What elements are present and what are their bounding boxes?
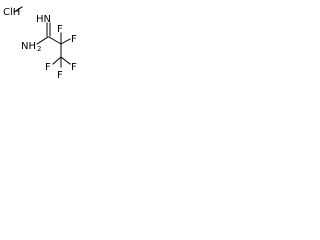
pentafluoropropionamidine-hydrochloride-structure: ClH HN NH 2 F F F F F xyxy=(3,6,77,81)
bond-cf2-f-right xyxy=(60,38,71,45)
fluorine-label-1: F xyxy=(57,24,63,35)
fluorine-label-2: F xyxy=(71,34,77,45)
fluorine-label-4: F xyxy=(71,62,77,73)
amine-n-label: NH xyxy=(21,41,36,52)
fluorine-label-5: F xyxy=(57,70,63,81)
salt-label: ClH xyxy=(3,7,20,18)
bond-lines xyxy=(13,6,71,68)
bond-c-nh2 xyxy=(36,36,49,45)
structure-canvas: ClH HN NH 2 F F F F F xyxy=(0,0,97,90)
bond-cf3-f-left xyxy=(52,56,62,65)
bond-c-cf2 xyxy=(48,36,62,45)
amine-h-subscript: 2 xyxy=(37,45,41,53)
fluorine-label-3: F xyxy=(45,62,51,73)
imine-label: HN xyxy=(36,14,51,25)
bond-cl-h xyxy=(13,6,23,13)
bond-cf3-f-right xyxy=(60,56,71,65)
